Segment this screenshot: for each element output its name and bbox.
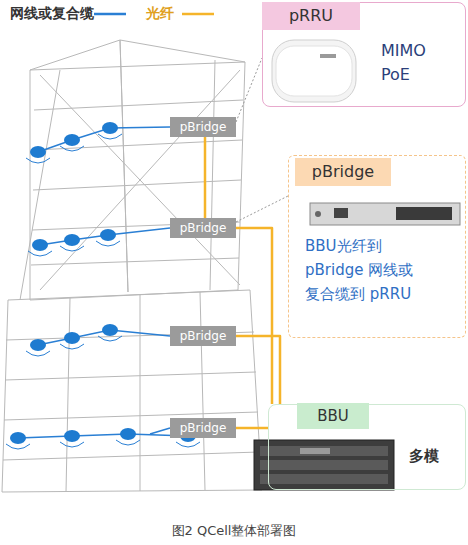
radio-wave (6, 134, 200, 449)
fiber-line (204, 137, 207, 218)
fiber-line (236, 336, 280, 404)
prru-device (272, 40, 356, 102)
callout-heading: pRRU (262, 2, 360, 30)
cable-run (18, 127, 188, 438)
legend-text: 光纤 (146, 5, 174, 23)
callout-heading: pBridge (295, 158, 391, 186)
device-box: pBridge (170, 218, 236, 238)
pbridge-device (310, 203, 460, 225)
node-label: pBridge (170, 326, 236, 346)
device-box: pBridge (170, 326, 236, 346)
feature-text: 多模 (409, 445, 459, 467)
fiber-connector (236, 336, 280, 404)
prru-dot (10, 122, 196, 444)
fiber-connector (236, 428, 268, 429)
fiber-connector (236, 228, 272, 404)
bbu-device (254, 440, 394, 490)
device-box: pBridge (170, 117, 236, 137)
node-label: pBridge (170, 218, 236, 238)
callout-heading: BBU (297, 403, 369, 429)
building-sketch (2, 40, 262, 492)
leader-line (236, 58, 262, 122)
node-label: pBridge (170, 117, 236, 137)
device-box: pBridge (170, 418, 236, 438)
feature-text: MIMO PoE (381, 39, 445, 87)
feature-text: BBU光纤到 pBridge 网线或复合缆到 pRRU (305, 234, 423, 306)
callout-box: pBridgeBBU光纤到 pBridge 网线或复合缆到 pRRU (288, 155, 466, 338)
node-label: pBridge (170, 418, 236, 438)
callout-box: BBU 多模 (268, 404, 466, 490)
leader-line (236, 196, 288, 222)
fiber-line (236, 228, 272, 404)
figure-caption: 图2 QCell整体部署图 (0, 522, 468, 540)
legend-line-sample (94, 13, 126, 16)
legend-line-sample (182, 13, 214, 16)
legend-text: 网线或复合缆 (10, 5, 94, 23)
callout-box: pRRU MIMO PoE (262, 2, 466, 107)
fiber-line (236, 427, 268, 430)
fiber-connector (205, 137, 206, 218)
